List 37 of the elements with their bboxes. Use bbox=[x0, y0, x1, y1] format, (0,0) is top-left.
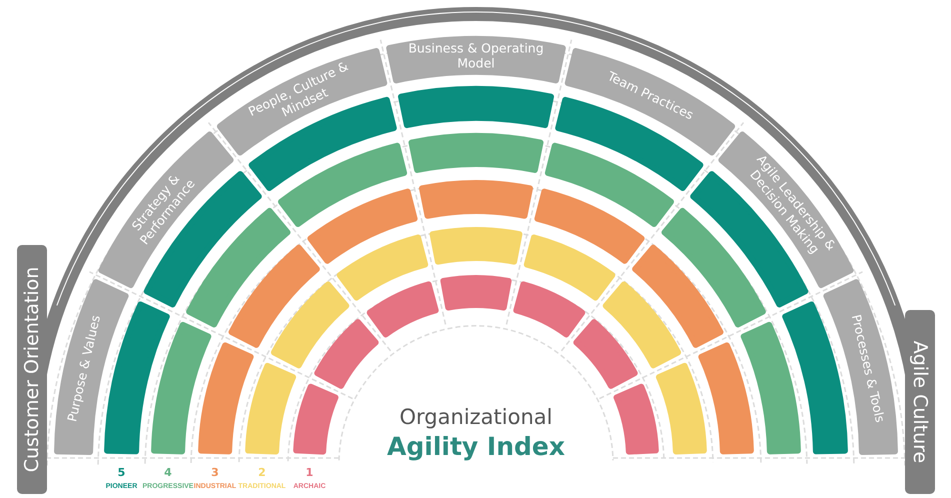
level-bar bbox=[408, 133, 544, 173]
level-bar bbox=[307, 188, 418, 264]
level-bar bbox=[104, 302, 170, 454]
level-bar bbox=[573, 319, 638, 389]
level-bar bbox=[602, 281, 682, 368]
level-bar bbox=[698, 342, 754, 454]
level-bar bbox=[430, 227, 522, 265]
level-bar bbox=[782, 302, 848, 454]
level-bar bbox=[440, 275, 512, 311]
level-bar bbox=[398, 86, 554, 128]
level-bar bbox=[419, 180, 533, 219]
level-bar bbox=[293, 384, 338, 455]
level-bar bbox=[632, 244, 724, 348]
level-bar bbox=[524, 234, 616, 301]
level-number: 4 bbox=[164, 466, 172, 479]
category-segment: Processes & Tools bbox=[823, 279, 898, 455]
level-number: 3 bbox=[211, 466, 219, 479]
level-bar bbox=[151, 322, 212, 454]
level-bar bbox=[740, 322, 801, 454]
level-bar bbox=[278, 142, 408, 228]
level-bar bbox=[656, 362, 707, 454]
level-number: 1 bbox=[306, 466, 314, 479]
level-bar bbox=[198, 342, 254, 454]
level-bar bbox=[245, 362, 296, 454]
level-bar bbox=[513, 281, 586, 338]
level-bar bbox=[314, 319, 379, 389]
level-bar bbox=[270, 281, 350, 368]
level-bar bbox=[534, 188, 645, 264]
level-bar bbox=[366, 281, 439, 338]
level-bar bbox=[336, 234, 428, 301]
level-number: 2 bbox=[258, 466, 266, 479]
category-segment: Purpose & Values bbox=[54, 279, 129, 455]
level-bar bbox=[614, 384, 659, 455]
level-bar bbox=[544, 142, 674, 228]
level-bar bbox=[228, 244, 320, 348]
level-number: 5 bbox=[118, 466, 126, 479]
category-segment: Business & Operating Model bbox=[386, 36, 566, 84]
